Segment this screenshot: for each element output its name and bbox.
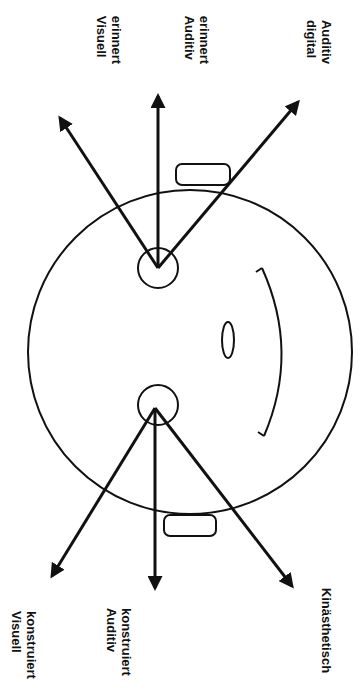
eye-cue-label: erinnert Auditiv <box>181 16 211 64</box>
nose <box>222 322 234 358</box>
ear <box>176 164 230 185</box>
eye-cue-label: konstruiert Auditiv <box>103 608 133 676</box>
ear <box>164 515 216 536</box>
mouth-corner <box>256 268 262 272</box>
eye-arrow <box>158 102 298 268</box>
eye-cue-label: Kinästhetisch <box>319 587 334 672</box>
mouth-corner <box>258 432 264 436</box>
eye-arrow <box>157 96 160 268</box>
eye <box>138 385 178 425</box>
eye-arrow <box>154 408 157 588</box>
mouth <box>262 268 282 436</box>
face-outline <box>28 190 352 514</box>
eye-arrow <box>60 118 158 268</box>
eye-arrow <box>155 408 292 586</box>
eye-cue-label: konstruiert Visuell <box>8 611 38 679</box>
eye-cue-label: erinnert Visuell <box>93 16 123 64</box>
eye-arrow <box>52 408 155 576</box>
eye-cue-label: Auditiv digital <box>303 20 333 64</box>
